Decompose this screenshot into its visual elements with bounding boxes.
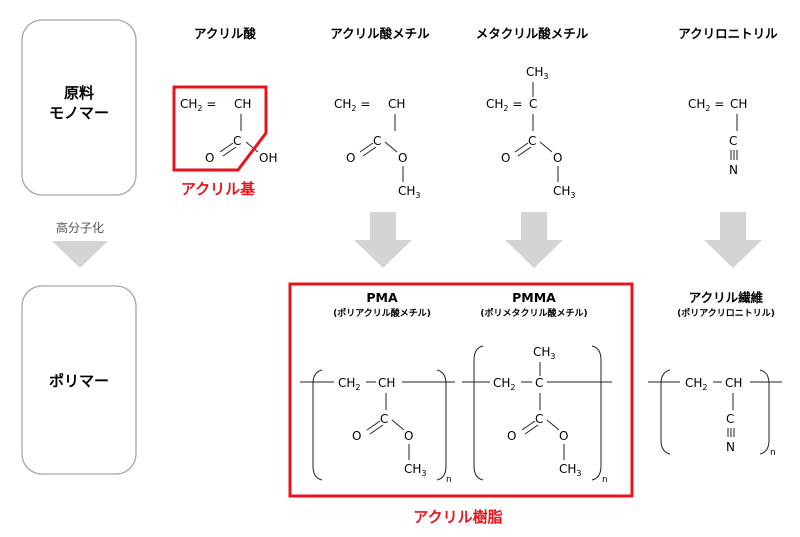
svg-text:OH: OH [259,151,277,165]
structure-methyl-methacrylate: CH3 CH2 = C C O O CH3 [486,65,576,200]
svg-text:CH: CH [725,376,742,390]
svg-text:CH3: CH3 [404,462,427,478]
polymer-box [21,285,137,475]
fiber-subtitle: (ポリアクリロニトリル) [677,307,775,319]
pmma-subtitle: (ポリメタクリル酸メチル) [480,307,587,319]
svg-text:O: O [404,429,413,443]
svg-text:CH2 =: CH2 = [688,97,724,113]
monomer-box [21,19,137,196]
svg-text:CH: CH [234,97,251,111]
down-arrow-fiber [704,212,762,268]
svg-text:O: O [553,151,562,165]
pma-subtitle: (ポリアクリル酸メチル) [333,307,431,319]
down-arrow-pma [354,212,412,268]
svg-text:CH2: CH2 [493,376,516,392]
svg-text:CH2: CH2 [338,376,361,392]
svg-text:CH2 =: CH2 = [334,97,370,113]
title-methyl-acrylate: アクリル酸メチル [330,26,430,41]
svg-text:C: C [535,412,543,426]
structure-pma: CH2 CH C O O CH3 n [300,369,455,485]
acryl-resin-label: アクリル樹脂 [413,508,502,526]
svg-text:CH3: CH3 [553,184,576,200]
svg-text:C: C [729,134,737,148]
svg-text:C: C [535,376,543,390]
svg-text:C: C [380,412,388,426]
svg-text:N: N [729,163,738,177]
monomer-label-2: モノマー [49,104,109,122]
svg-text:O: O [352,429,361,443]
svg-text:O: O [205,151,214,165]
svg-text:n: n [770,448,776,458]
svg-text:C: C [529,97,537,111]
svg-text:CH3: CH3 [398,184,421,200]
svg-text:O: O [507,429,516,443]
svg-text:CH: CH [730,97,747,111]
svg-text:C: C [528,134,536,148]
monomer-label-1: 原料 [64,84,94,102]
process-arrow [52,241,108,268]
svg-text:CH3: CH3 [526,65,549,81]
structure-methyl-acrylate: CH2 = CH C O O CH3 [334,97,421,200]
svg-text:C: C [233,134,241,148]
svg-text:n: n [446,475,452,485]
svg-text:CH2 =: CH2 = [180,97,216,113]
svg-text:O: O [346,151,355,165]
process-label: 高分子化 [56,220,104,235]
svg-text:CH: CH [388,97,405,111]
acryl-group-highlight [172,85,268,172]
polymer-label: ポリマー [49,372,109,390]
structure-pmma: CH3 CH2 C C O O CH3 n [462,345,612,485]
svg-text:O: O [398,151,407,165]
title-methyl-methacrylate: メタクリル酸メチル [476,26,589,41]
svg-text:O: O [501,151,510,165]
svg-text:C: C [373,134,381,148]
acryl-resin-highlight [288,282,634,498]
title-acrylonitrile: アクリロニトリル [678,26,778,41]
svg-text:CH3: CH3 [533,345,556,361]
title-acrylic-acid: アクリル酸 [194,26,256,41]
svg-text:CH2: CH2 [685,376,708,392]
structure-acrylic-fiber: CH2 CH C N n [648,369,782,458]
svg-text:CH3: CH3 [559,462,582,478]
fiber-title: アクリル繊維 [689,290,764,305]
svg-text:CH2 =: CH2 = [486,97,522,113]
svg-text:C: C [726,412,734,426]
svg-text:n: n [602,475,608,485]
svg-text:O: O [559,429,568,443]
svg-text:CH: CH [378,376,395,390]
pma-title: PMA [366,290,398,305]
structure-acrylonitrile: CH2 = CH C N [688,97,747,177]
acryl-group-label: アクリル基 [181,180,256,198]
pmma-title: PMMA [512,290,556,305]
structure-acrylic-acid: CH2 = CH C O OH [180,97,277,165]
down-arrow-pmma [505,212,563,268]
svg-text:N: N [726,440,735,454]
